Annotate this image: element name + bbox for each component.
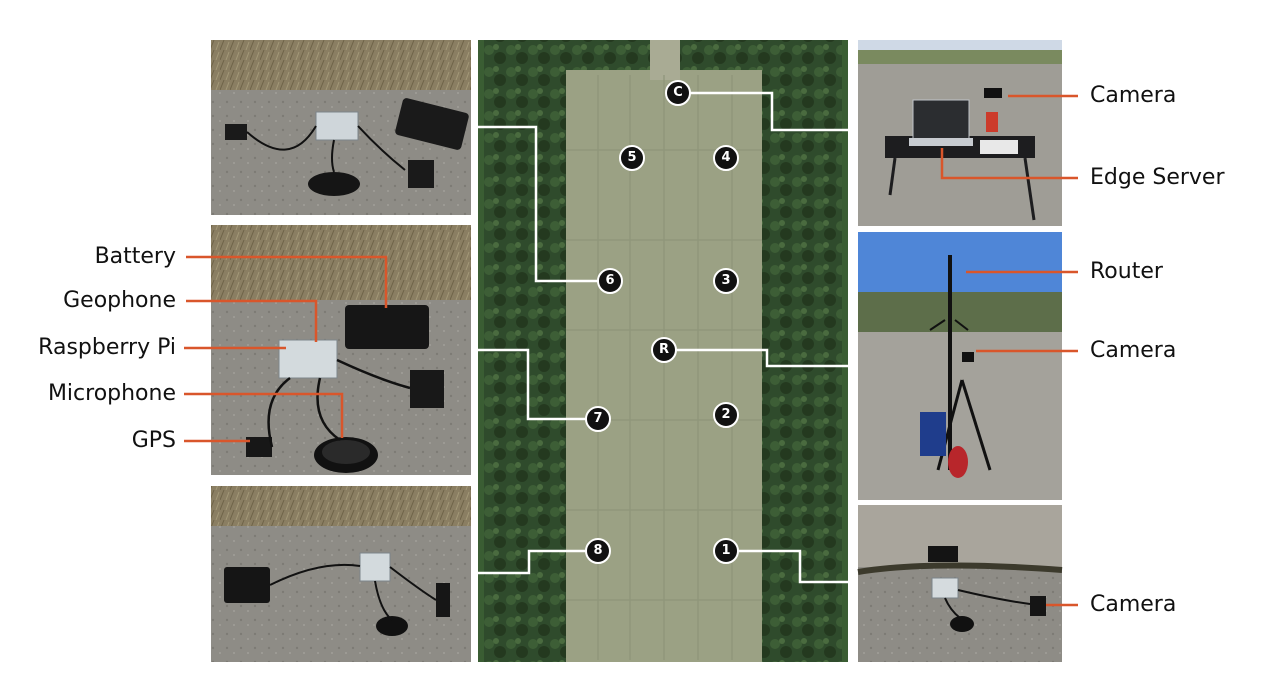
connector-c xyxy=(679,91,858,132)
callout-geophone xyxy=(186,299,318,342)
marker-3: 3 xyxy=(713,268,739,294)
label-camera-mid: Camera xyxy=(1090,338,1177,363)
roadside-camera-photo xyxy=(857,505,1063,662)
marker-1: 1 xyxy=(713,538,739,564)
marker-6: 6 xyxy=(597,268,623,294)
router-tripod-photo xyxy=(858,232,1062,500)
connector-r xyxy=(664,348,858,368)
callout-edge-server xyxy=(940,148,1078,180)
marker-2: 2 xyxy=(713,402,739,428)
connector-lines xyxy=(471,91,858,584)
label-camera-bottom: Camera xyxy=(1090,592,1177,617)
connector-1 xyxy=(726,549,858,584)
label-camera-top: Camera xyxy=(1090,83,1177,108)
label-gps: GPS xyxy=(131,428,176,453)
connector-8 xyxy=(471,549,598,575)
label-edge-server: Edge Server xyxy=(1090,165,1225,190)
callout-battery xyxy=(186,255,388,308)
sensor-kit-photo-top xyxy=(211,40,471,215)
connector-6 xyxy=(471,125,610,283)
label-geophone: Geophone xyxy=(63,288,176,313)
marker-4: 4 xyxy=(713,145,739,171)
sensor-kit-photo-bottom xyxy=(211,486,471,662)
marker-7: 7 xyxy=(585,406,611,432)
edge-server-photo xyxy=(858,40,1062,226)
marker-c: C xyxy=(665,80,691,106)
label-battery: Battery xyxy=(94,244,176,269)
marker-5: 5 xyxy=(619,145,645,171)
label-microphone: Microphone xyxy=(47,381,176,406)
marker-8: 8 xyxy=(585,538,611,564)
label-router: Router xyxy=(1090,259,1163,284)
label-raspberry-pi: Raspberry Pi xyxy=(38,335,176,360)
marker-r: R xyxy=(651,337,677,363)
callout-lines xyxy=(184,94,1078,607)
callout-microphone xyxy=(184,392,344,438)
connector-7 xyxy=(471,348,598,421)
